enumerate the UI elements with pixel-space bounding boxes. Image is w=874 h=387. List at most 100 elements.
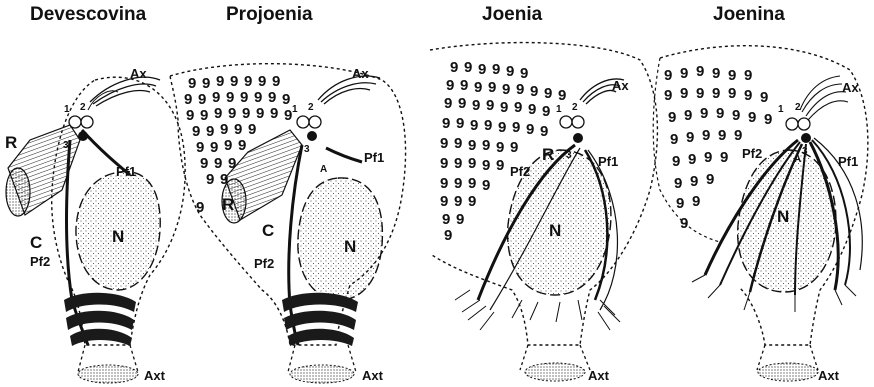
- svg-text:9: 9: [272, 73, 280, 90]
- label-2: 2: [795, 102, 801, 113]
- svg-text:9: 9: [456, 115, 464, 132]
- svg-text:9: 9: [744, 87, 752, 104]
- svg-text:9: 9: [450, 59, 458, 76]
- svg-text:9: 9: [464, 59, 472, 76]
- svg-text:9: 9: [672, 153, 680, 170]
- flagella-ax: [800, 76, 848, 120]
- label-pf1: Pf1: [116, 164, 136, 179]
- svg-text:9: 9: [206, 171, 214, 188]
- svg-text:9: 9: [692, 193, 700, 210]
- label-pf1: Pf1: [598, 154, 618, 169]
- svg-text:9: 9: [220, 121, 228, 138]
- parabasal-filament-1: [326, 148, 362, 162]
- svg-text:9: 9: [228, 105, 236, 122]
- label-pf2: Pf2: [254, 256, 274, 271]
- label-ax: Ax: [130, 66, 147, 81]
- svg-text:9: 9: [212, 89, 220, 106]
- svg-text:9: 9: [486, 97, 494, 114]
- svg-text:9: 9: [454, 135, 462, 152]
- svg-text:9: 9: [238, 137, 246, 154]
- svg-text:9: 9: [258, 73, 266, 90]
- panel-devescovina: Ax R C N Pf1 Pf2 Axt 1 2 3: [5, 66, 185, 383]
- label-3: 3: [566, 150, 572, 161]
- svg-text:9: 9: [706, 171, 714, 188]
- svg-text:9: 9: [690, 173, 698, 190]
- svg-text:9: 9: [470, 117, 478, 134]
- svg-text:9: 9: [454, 175, 462, 192]
- svg-text:9: 9: [460, 77, 468, 94]
- blepharoplast-1: [786, 118, 798, 130]
- svg-text:9: 9: [444, 227, 452, 244]
- label-pf2: Pf2: [742, 146, 762, 161]
- svg-text:9: 9: [456, 211, 464, 228]
- svg-text:9: 9: [544, 85, 552, 102]
- svg-text:9: 9: [718, 127, 726, 144]
- svg-text:9: 9: [542, 103, 550, 120]
- flagella-ax: [318, 76, 380, 104]
- svg-text:9: 9: [764, 111, 772, 128]
- label-ax: Ax: [842, 80, 859, 95]
- svg-text:9: 9: [674, 175, 682, 192]
- svg-text:9: 9: [226, 89, 234, 106]
- svg-text:9: 9: [440, 135, 448, 152]
- nucleus: [298, 178, 383, 300]
- svg-text:9: 9: [482, 137, 490, 154]
- label-axt: Axt: [362, 368, 384, 383]
- svg-text:9: 9: [712, 65, 720, 82]
- svg-text:9: 9: [520, 65, 528, 82]
- label-r: R: [222, 195, 234, 214]
- label-1: 1: [64, 104, 70, 115]
- svg-text:9: 9: [688, 151, 696, 168]
- label-1: 1: [778, 104, 784, 115]
- svg-text:9: 9: [188, 75, 196, 92]
- label-axt: Axt: [818, 368, 840, 383]
- svg-text:9: 9: [676, 195, 684, 212]
- svg-text:9: 9: [440, 193, 448, 210]
- svg-text:9: 9: [716, 105, 724, 122]
- blepharoplast-1: [560, 116, 572, 128]
- svg-text:9: 9: [704, 149, 712, 166]
- axostyle-terminal: [758, 363, 818, 381]
- panel-projoenia: 9999999 99999999 99999999 99999 9999 999…: [170, 64, 406, 383]
- svg-text:9: 9: [680, 215, 688, 232]
- svg-text:9: 9: [198, 91, 206, 108]
- svg-text:9: 9: [454, 155, 462, 172]
- svg-text:9: 9: [528, 101, 536, 118]
- label-ax: Ax: [352, 66, 369, 81]
- svg-text:9: 9: [206, 123, 214, 140]
- svg-text:9: 9: [482, 157, 490, 174]
- svg-text:9: 9: [230, 73, 238, 90]
- svg-text:9: 9: [744, 67, 752, 84]
- pelta-bands: [64, 293, 136, 346]
- label-a: A: [794, 154, 801, 165]
- svg-text:9: 9: [224, 137, 232, 154]
- svg-text:9: 9: [700, 105, 708, 122]
- svg-text:9: 9: [680, 65, 688, 82]
- blepharoplast-3: [78, 131, 88, 141]
- panel-joenia: 999999 999999999 99999999 99999999 99999…: [430, 43, 657, 383]
- axostyle-terminal: [290, 365, 354, 383]
- svg-text:9: 9: [268, 89, 276, 106]
- label-1: 1: [292, 104, 298, 115]
- blepharoplast-2: [81, 116, 93, 128]
- label-c: C: [30, 233, 42, 252]
- svg-text:9: 9: [442, 115, 450, 132]
- label-a: A: [320, 164, 327, 175]
- svg-text:9: 9: [474, 79, 482, 96]
- svg-text:9: 9: [498, 119, 506, 136]
- svg-text:9: 9: [720, 149, 728, 166]
- svg-text:9: 9: [684, 107, 692, 124]
- label-3: 3: [63, 140, 69, 151]
- svg-text:9: 9: [668, 109, 676, 126]
- svg-text:9: 9: [530, 83, 538, 100]
- svg-text:9: 9: [748, 109, 756, 126]
- svg-text:9: 9: [240, 89, 248, 106]
- svg-text:9: 9: [210, 139, 218, 156]
- label-3: 3: [304, 144, 310, 155]
- label-ax: Ax: [612, 78, 629, 93]
- label-n: N: [777, 207, 789, 226]
- svg-text:9: 9: [458, 95, 466, 112]
- svg-text:9: 9: [256, 105, 264, 122]
